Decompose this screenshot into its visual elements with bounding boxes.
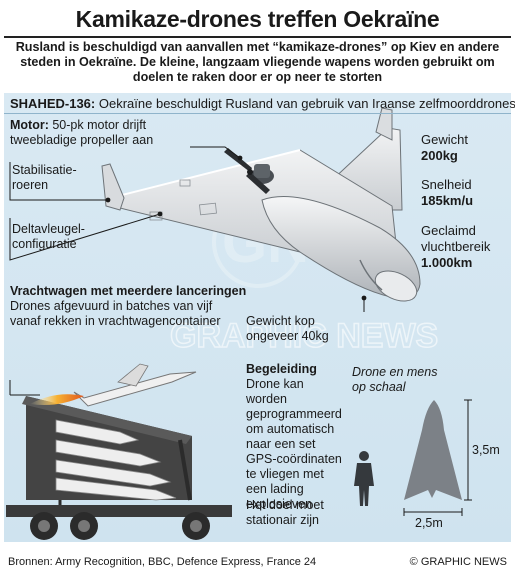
drone-illustration [101,107,421,302]
spec-speed-value: 185km/u [421,193,474,208]
motor-text: 50-pk motor drijft tweebladige propeller… [10,118,154,147]
warhead-callout: Gewicht kop ongeveer 40kg [246,314,329,343]
scale-height-label: 3,5m [472,443,500,457]
intro-rule [4,113,511,114]
stabiliser-callout: Stabilisatie-roeren [12,163,77,192]
title-rule [4,36,511,38]
watermark-text: GRAPHIC NEWS [170,317,438,355]
page-subtitle: Rusland is beschuldigd van aanvallen met… [15,40,500,84]
spec-weight-label: Gewicht [421,132,468,147]
truck-section: Vrachtwagen met meerdere lanceringen Dro… [10,284,246,329]
page-title: Kamikaze-drones treffen Oekraïne [75,6,440,32]
truck-heading: Vrachtwagen met meerdere lanceringen [10,284,247,298]
motor-callout: Motor: 50-pk motor drijft tweebladige pr… [10,118,200,148]
scale-width-label: 2,5m [415,516,443,530]
spec-range-value: 1.000km [421,255,473,270]
truck-launcher [6,363,232,540]
motor-label: Motor: [10,118,49,132]
human-silhouette [354,451,374,506]
guidance-text: Drone kan worden geprogrammeerd om autom… [246,377,342,511]
spec-range-label: Geclaimd vluchtbereik [421,223,491,254]
intro-line: SHAHED-136: Oekraïne beschuldigt Rusland… [10,96,515,111]
spec-speed-label: Snelheid [421,177,472,192]
spec-weight: Gewicht 200kg [421,132,468,164]
scale-comparison [354,399,472,516]
spec-weight-value: 200kg [421,148,458,163]
guidance-section: Begeleiding Drone kan worden geprogramme… [246,362,346,512]
truck-text: Drones afgevuurd in batches van vijf van… [10,299,221,328]
spec-range: Geclaimd vluchtbereik 1.000km [421,223,511,271]
spec-speed: Snelheid 185km/u [421,177,473,209]
guidance-note: Het doel moet stationair zijn [246,498,324,527]
callout-lines [9,146,365,396]
intro-text: Oekraïne beschuldigt Rusland van gebruik… [98,96,515,111]
sources: Bronnen: Army Recognition, BBC, Defence … [8,556,317,568]
copyright: © GRAPHIC NEWS [409,556,507,568]
scale-title: Drone en mens op schaal [352,365,438,394]
delta-wing-callout: Deltavleugel-configuratie [12,222,85,251]
guidance-heading: Begeleiding [246,362,317,376]
intro-label: SHAHED-136: [10,96,96,111]
